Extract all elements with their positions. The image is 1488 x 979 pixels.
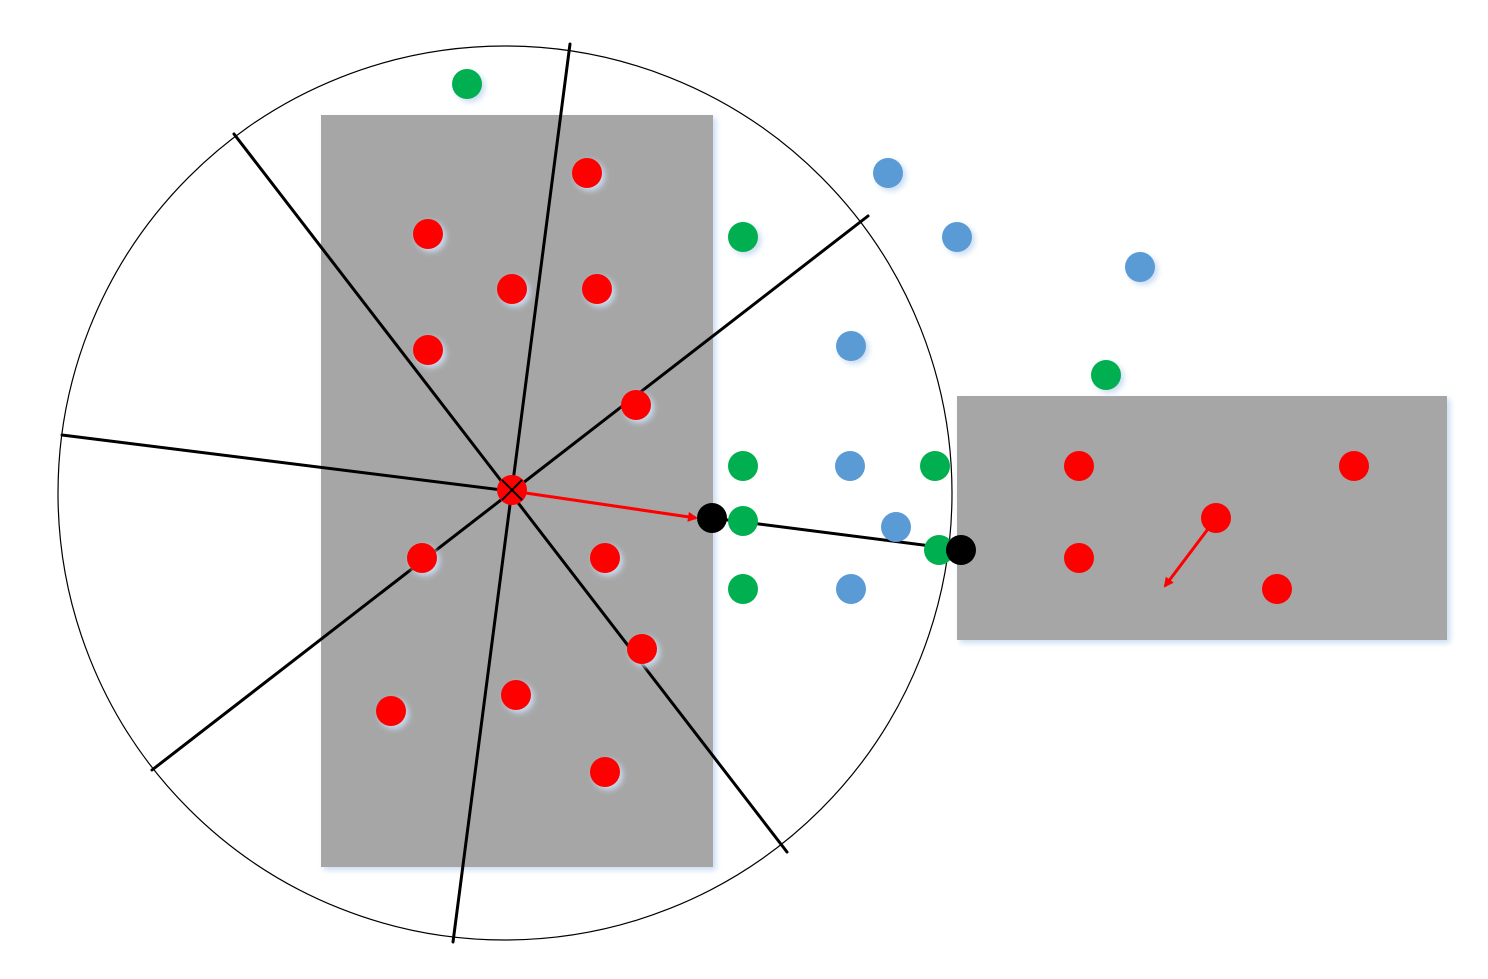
blue-point	[873, 158, 903, 188]
red-point	[590, 757, 620, 787]
blue-point	[881, 512, 911, 542]
search-circle	[57, 45, 953, 941]
red-point	[582, 274, 612, 304]
red-point	[1339, 451, 1369, 481]
blue-point	[1125, 252, 1155, 282]
green-point	[728, 222, 758, 252]
green-point	[728, 574, 758, 604]
red-point	[497, 274, 527, 304]
red-point	[1064, 543, 1094, 573]
red-point	[572, 158, 602, 188]
black-point	[946, 535, 976, 565]
red-arrow	[1163, 520, 1216, 588]
blue-points	[835, 158, 1155, 604]
red-point	[501, 680, 531, 710]
green-point	[452, 69, 482, 99]
black-point	[697, 503, 727, 533]
green-point	[728, 451, 758, 481]
green-point	[1091, 360, 1121, 390]
blue-point	[835, 451, 865, 481]
red-point	[407, 543, 437, 573]
green-points	[452, 69, 1121, 604]
blue-point	[836, 574, 866, 604]
red-point	[621, 390, 651, 420]
red-point	[1262, 574, 1292, 604]
red-point	[1201, 503, 1231, 533]
red-arrow	[511, 489, 698, 522]
blue-point	[942, 222, 972, 252]
center-crosshair	[501, 479, 523, 501]
red-point	[413, 219, 443, 249]
red-point	[590, 543, 620, 573]
red-point	[1064, 451, 1094, 481]
red-point	[413, 335, 443, 365]
black-points	[697, 503, 976, 565]
green-point	[728, 506, 758, 536]
blue-point	[836, 331, 866, 361]
green-point	[924, 535, 954, 565]
green-point	[920, 451, 950, 481]
sector-line	[60, 433, 512, 493]
red-point	[376, 696, 406, 726]
red-point	[627, 634, 657, 664]
